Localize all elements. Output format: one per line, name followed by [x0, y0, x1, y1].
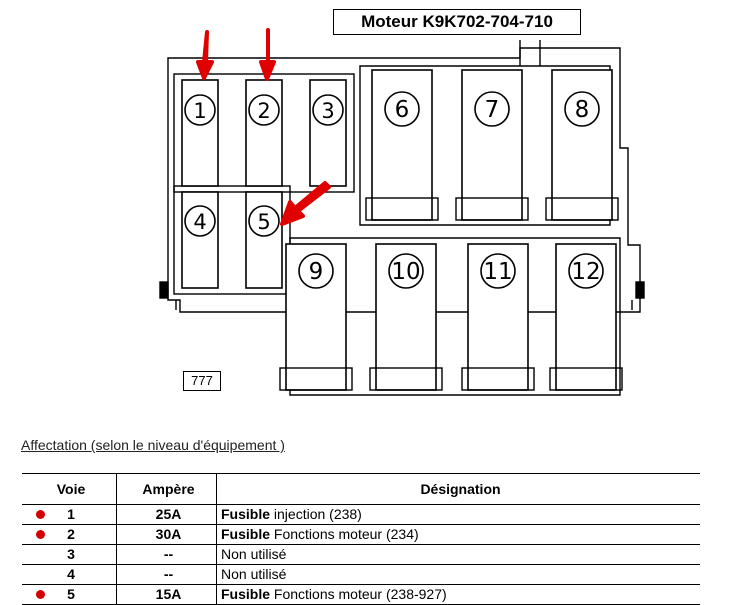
red-dot-icon: [36, 510, 45, 519]
red-arrow-icon: [280, 181, 331, 226]
red-dot-icon: [36, 590, 45, 599]
voie-value: 2: [67, 526, 75, 542]
designation-text: Fonctions moteur (238-927): [270, 586, 447, 602]
fuse-label: 4: [193, 210, 206, 234]
fuse-number-circle: [474, 91, 510, 127]
cell-voie: 2: [22, 524, 117, 545]
designation-bold: Fusible: [221, 526, 271, 542]
fuse-10: 10: [369, 243, 443, 391]
fuse-base: [369, 367, 443, 391]
fuse-number-circle: [564, 91, 600, 127]
cell-voie: 4: [22, 564, 117, 585]
designation-text: Non utilisé: [221, 566, 287, 582]
fuse-label: 5: [257, 210, 270, 234]
fuse-body: [181, 79, 219, 187]
cell-ampere: --: [116, 564, 217, 585]
table-header-row: Voie Ampère Désignation: [22, 473, 700, 505]
fuse-body: [375, 243, 437, 391]
header-ampere: Ampère: [116, 473, 217, 505]
fuse-1: 1: [181, 79, 219, 187]
fuse-base: [455, 197, 529, 221]
fuse-4: 4: [181, 191, 219, 289]
fuse-label: 7: [485, 97, 500, 123]
cell-designation: Non utilisé: [216, 544, 700, 565]
fuse-label: 1: [193, 99, 206, 123]
fuse-base: [461, 367, 535, 391]
fuse-number-circle: [248, 205, 280, 237]
cell-designation: Non utilisé: [216, 564, 700, 585]
fuse-7: 7: [455, 69, 529, 221]
fuse-8: 8: [545, 69, 619, 221]
fuse-label: 11: [483, 259, 512, 285]
header-voie: Voie: [22, 473, 117, 505]
fuse-6: 6: [365, 69, 439, 221]
fuse-label: 8: [575, 97, 590, 123]
cell-designation: Fusible Fonctions moteur (234): [216, 524, 700, 545]
assignment-heading: Affectation (selon le niveau d'équipemen…: [21, 437, 285, 453]
fuse-base: [279, 367, 353, 391]
fuse-number-circle: [388, 253, 424, 289]
cell-voie: 3: [22, 544, 117, 565]
voie-value: 3: [67, 546, 75, 562]
diagram-title: Moteur K9K702-704-710: [333, 9, 581, 35]
fuse-number-circle: [298, 253, 334, 289]
fuse-number-circle: [384, 91, 420, 127]
voie-value: 4: [67, 566, 75, 582]
fuse-number-circle: [312, 94, 344, 126]
fuse-base: [549, 367, 623, 391]
fuse-number-circle: [184, 205, 216, 237]
fuse-11: 11: [461, 243, 535, 391]
cell-designation: Fusible Fonctions moteur (238-927): [216, 584, 700, 605]
cell-voie: 5: [22, 584, 117, 605]
red-arrow-icon: [196, 30, 214, 80]
designation-text: injection (238): [270, 506, 362, 522]
fuse-base: [545, 197, 619, 221]
fuse-2: 2: [245, 79, 283, 187]
voie-value: 1: [67, 506, 75, 522]
fuse-label: 12: [571, 259, 600, 285]
fuse-5: 5: [245, 191, 283, 289]
red-arrow-icon: [259, 28, 276, 81]
fuse-12: 12: [549, 243, 623, 391]
designation-text: Fonctions moteur (234): [270, 526, 419, 542]
reference-number: 777: [183, 371, 221, 391]
fuse-number-circle: [184, 94, 216, 126]
red-dot-icon: [36, 530, 45, 539]
table-row: 4 --Non utilisé: [22, 564, 700, 585]
fuse-label: 10: [391, 259, 420, 285]
fuse-label: 3: [321, 99, 334, 123]
cell-voie: 1: [22, 504, 117, 525]
fuse-label: 9: [309, 259, 324, 285]
cell-designation: Fusible injection (238): [216, 504, 700, 525]
cell-ampere: 15A: [116, 584, 217, 605]
cell-ampere: 25A: [116, 504, 217, 525]
designation-bold: Fusible: [221, 586, 271, 602]
voie-value: 5: [67, 586, 75, 602]
cell-ampere: --: [116, 544, 217, 565]
fuse-3: 3: [309, 79, 347, 187]
fuse-number-circle: [480, 253, 516, 289]
fuse-number-circle: [248, 94, 280, 126]
header-designation: Désignation: [216, 473, 700, 505]
fuse-base: [365, 197, 439, 221]
designation-bold: Fusible: [221, 506, 271, 522]
fuse-label: 6: [395, 97, 410, 123]
designation-text: Non utilisé: [221, 546, 287, 562]
fuse-label: 2: [257, 99, 270, 123]
fuse-9: 9: [279, 243, 353, 391]
table-row: 3 --Non utilisé: [22, 544, 700, 565]
fuse-number-circle: [568, 253, 604, 289]
cell-ampere: 30A: [116, 524, 217, 545]
